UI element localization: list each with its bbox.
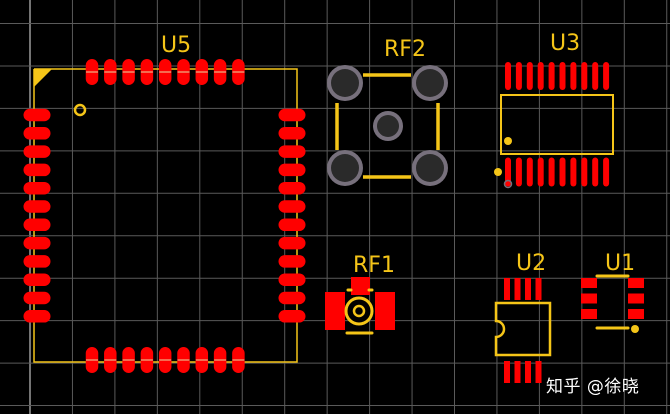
u3-pad-bottom <box>526 157 533 187</box>
rf2-designator: RF2 <box>384 37 426 62</box>
u5-pad-right <box>278 200 306 213</box>
u1-pad-left <box>581 293 597 304</box>
u3-designator: U3 <box>550 31 580 56</box>
u5-pad-left <box>23 218 51 232</box>
component-rf2[interactable]: RF2 <box>327 37 448 186</box>
u3-pad-bottom <box>548 157 555 187</box>
u3-pad-bottom <box>603 157 610 187</box>
u5-pads <box>23 59 306 373</box>
u5-pad-right <box>278 236 306 250</box>
u5-pad-right <box>278 310 306 323</box>
component-u2[interactable]: U2 <box>494 251 552 383</box>
u2-pad-bottom <box>514 361 521 383</box>
u3-pin1-outside-dot <box>494 168 502 176</box>
u3-pad-bottom <box>515 157 522 187</box>
rf2-pad-hole <box>331 154 359 182</box>
u1-pad-right <box>628 293 644 304</box>
u1-pin1-dot <box>631 325 639 333</box>
u2-pad-top <box>535 278 542 300</box>
u5-pad-left <box>23 236 51 250</box>
rf2-silkscreen <box>335 73 440 179</box>
u5-pad-left <box>23 108 51 122</box>
u5-orientation-dot <box>73 103 87 117</box>
u2-pad-bottom <box>525 361 531 383</box>
u3-pad-bottom <box>592 157 599 187</box>
rf1-pad-signal <box>351 277 370 295</box>
u2-designator: U2 <box>516 251 546 276</box>
rf2-pad-hole <box>377 115 399 137</box>
u5-pad-right <box>278 145 306 158</box>
u3-outline <box>500 94 614 155</box>
u5-pad-right <box>278 255 306 268</box>
u1-pad-left <box>581 278 597 288</box>
rf1-pad-ground-left <box>325 292 345 330</box>
u3-pad-bottom <box>505 157 511 187</box>
u5-pad-left <box>23 127 51 140</box>
u3-pad-top <box>581 62 588 90</box>
u5-pad-right <box>278 181 306 195</box>
rf1-outer-ring <box>344 296 374 326</box>
u3-pad-bottom <box>537 157 544 187</box>
u3-pad-top <box>515 62 522 90</box>
u5-designator: U5 <box>161 33 191 58</box>
u1-pad-right <box>628 278 644 288</box>
u5-pad-left <box>23 163 51 177</box>
watermark: 知乎 @徐晓 <box>546 377 640 397</box>
u5-pad-left <box>23 181 51 195</box>
u3-pad-top <box>592 62 599 90</box>
u2-pad-top <box>504 278 510 300</box>
u5-pad-left <box>23 310 51 323</box>
u5-pad-left <box>23 291 51 305</box>
u1-pads <box>581 278 644 319</box>
u3-pin1-dot <box>504 137 512 145</box>
u2-pads <box>504 278 542 383</box>
u2-outline <box>494 301 552 357</box>
u3-pad-top <box>526 62 533 90</box>
u1-designator: U1 <box>605 251 635 276</box>
u5-pad-left <box>23 255 51 268</box>
component-u5[interactable]: U5 <box>23 33 306 373</box>
u1-pad-left <box>581 309 597 319</box>
u2-pad-bottom <box>535 361 542 383</box>
u3-pad-top <box>505 62 511 90</box>
u3-pad-top <box>537 62 544 90</box>
u5-pad-right <box>278 291 306 305</box>
u5-pin1-marker <box>34 69 52 87</box>
rf1-pad-ground-right <box>375 292 395 330</box>
u3-via-marker <box>503 179 513 189</box>
u2-pad-top <box>525 278 531 300</box>
rf1-designator: RF1 <box>353 253 395 278</box>
rf2-pad-hole <box>416 69 444 97</box>
u5-pad-right <box>278 127 306 140</box>
u2-pad-top <box>514 278 521 300</box>
rf2-pad-hole <box>416 154 444 182</box>
u5-pad-right <box>278 163 306 177</box>
u3-pad-bottom <box>581 157 588 187</box>
u3-pad-top <box>603 62 610 90</box>
u3-pad-bottom <box>559 157 566 187</box>
u5-pad-left <box>23 200 51 213</box>
u5-pad-right <box>278 108 306 122</box>
u3-pad-top <box>570 62 577 90</box>
u2-pad-bottom <box>504 361 510 383</box>
component-u1[interactable]: U1 <box>581 251 644 333</box>
u3-pads <box>505 62 610 187</box>
component-rf1[interactable]: RF1 <box>325 253 395 335</box>
u5-pad-left <box>23 273 51 286</box>
u3-pad-top <box>548 62 555 90</box>
u3-pad-top <box>559 62 566 90</box>
component-u3[interactable]: U3 <box>494 31 614 189</box>
u5-pad-left <box>23 145 51 158</box>
rf1-inner-ring <box>352 304 366 318</box>
u5-pad-right <box>278 218 306 232</box>
u5-outline <box>33 68 298 363</box>
u5-pad-right <box>278 273 306 286</box>
rf1-silkscreen <box>345 288 374 335</box>
u1-pad-right <box>628 309 644 319</box>
u3-pad-bottom <box>570 157 577 187</box>
rf2-pads <box>327 65 448 186</box>
rf2-pad-hole <box>331 69 359 97</box>
